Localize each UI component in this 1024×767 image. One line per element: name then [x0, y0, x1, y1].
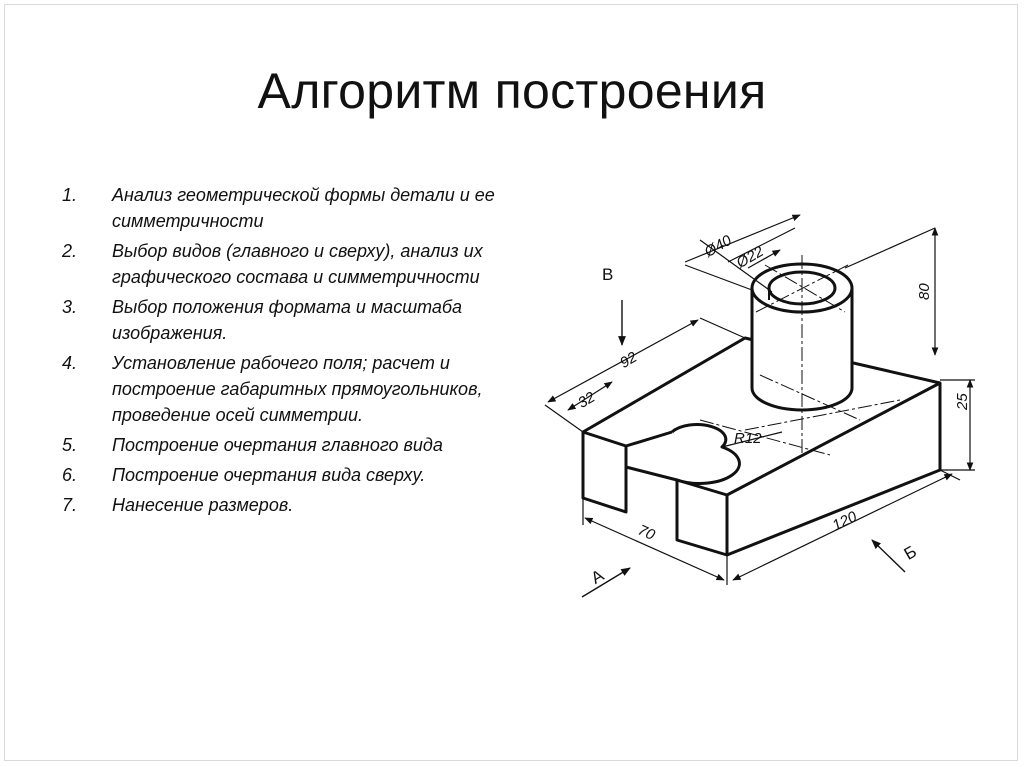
view-arrows [581, 300, 906, 598]
step-item: 2. Выбор видов (главного и сверху), анали… [62, 238, 512, 290]
dim-height-25: 25 [954, 393, 971, 411]
step-text: Выбор видов (главного и сверху), анализ … [112, 241, 483, 287]
step-item: 5. Построение очертания главного вида [62, 432, 512, 458]
step-text: Нанесение размеров. [112, 495, 294, 515]
step-item: 3. Выбор положения формата и масштаба изо… [62, 294, 512, 346]
step-number: 7. [62, 495, 78, 515]
step-text: Установление рабочего поля; расчет и пос… [112, 353, 483, 425]
view-label-top: В [602, 265, 613, 284]
step-number: 2. [62, 241, 78, 261]
step-item: 1. Анализ геометрической формы детали и е… [62, 182, 512, 234]
step-text: Выбор положения формата и масштаба изобр… [112, 297, 463, 343]
step-number: 5. [62, 435, 78, 455]
step-text: Анализ геометрической формы детали и ее … [112, 185, 495, 231]
dim-length-92: 92 [617, 348, 641, 371]
dim-length-32: 32 [575, 388, 599, 411]
dim-height-80: 80 [916, 283, 933, 300]
dim-radius-12: R12 [734, 430, 762, 447]
view-label-front: А [588, 565, 608, 587]
step-number: 3. [62, 297, 78, 317]
dim-diameter-40: Ø40 [701, 232, 735, 262]
step-number: 1. [62, 185, 78, 205]
view-label-side: Б [901, 542, 920, 564]
dimension-lines [544, 214, 975, 585]
step-number: 6. [62, 465, 78, 485]
step-item: 7. Нанесение размеров. [62, 492, 512, 518]
dim-length-70: 70 [635, 522, 658, 545]
step-text: Построение очертания вида сверху. [112, 465, 426, 485]
steps-list: 1. Анализ геометрической формы детали и е… [62, 182, 512, 522]
slide-frame [4, 4, 1018, 761]
isometric-drawing: Ø40 Ø22 80 92 32 R12 25 120 70 В А Б [544, 214, 975, 598]
step-number: 4. [62, 353, 78, 373]
step-item: 6. Построение очертания вида сверху. [62, 462, 512, 488]
slide-title: Алгоритм построения [257, 63, 767, 119]
step-text: Построение очертания главного вида [112, 435, 443, 455]
center-lines [699, 255, 901, 456]
step-item: 4. Установление рабочего поля; расчет и п… [62, 350, 512, 428]
